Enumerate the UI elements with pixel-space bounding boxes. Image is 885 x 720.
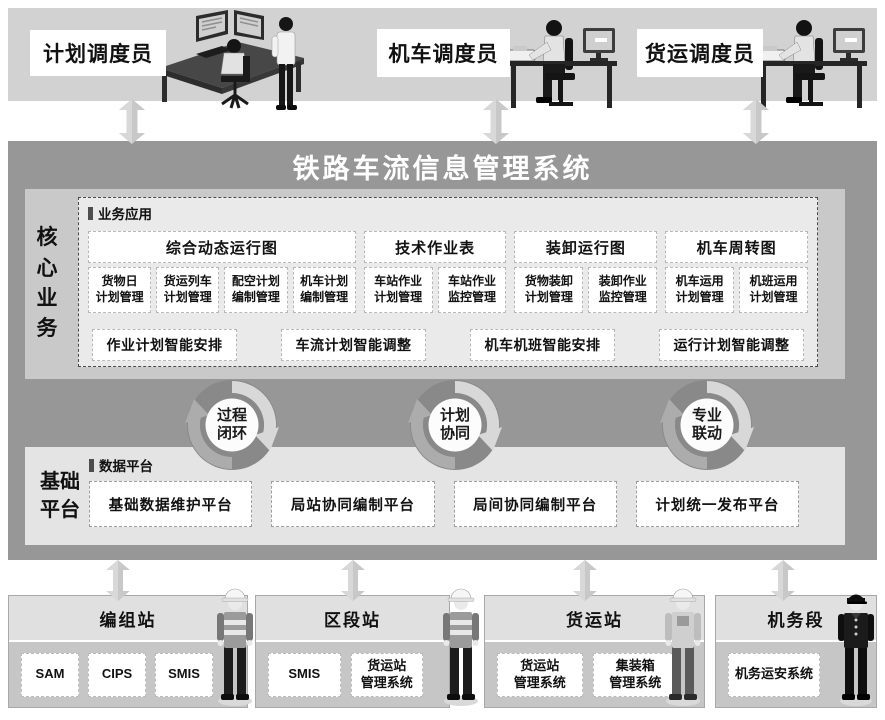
bidirectional-arrow-icon: [119, 99, 145, 144]
cycle-badge-plan-coordination: 计划 协同: [408, 378, 502, 472]
dispatcher-label-plan: 计划调度员: [30, 30, 166, 76]
group-header: 机车周转图: [665, 231, 808, 263]
system-title: 铁路车流信息管理系统: [292, 154, 593, 185]
bidirectional-arrow-icon: [341, 560, 365, 601]
platform-box: 计划统一发布平台: [635, 481, 799, 527]
station-card-section: 区段站 SMIS 货运站 管理系统: [255, 595, 450, 708]
cycle-arrows-icon: [660, 380, 754, 470]
worker-figure-icon: [443, 588, 479, 706]
group-loading-diagram: 装卸运行图 货物装卸 计划管理 装卸作业 监控管理: [514, 231, 658, 313]
desk-computer-illustration: [757, 20, 867, 108]
core-business-box: 核心业务 业务应用 综合动态运行图 货物日 计划管理 货运列车 计划管理 配空计…: [25, 189, 845, 379]
label-bar-icon: [88, 206, 93, 220]
station-system-box: CIPS: [88, 652, 146, 697]
cycle-badge-specialty-linkage: 专业 联动: [660, 378, 754, 472]
group-header: 综合动态运行图: [88, 231, 356, 263]
dispatcher-label-locomotive: 机车调度员: [377, 29, 510, 77]
station-systems: SAM CIPS SMIS: [9, 642, 247, 707]
module-box: 配空计划 编制管理: [224, 267, 288, 313]
business-application-panel: 业务应用 综合动态运行图 货物日 计划管理 货运列车 计划管理 配空计划 编制管…: [78, 197, 818, 367]
station-system-box: 机务运安系统: [728, 652, 820, 697]
platform-box: 局间协同编制平台: [453, 481, 617, 527]
business-application-label: 业务应用: [88, 204, 808, 222]
module-box: 机车计划 编制管理: [292, 267, 356, 313]
station-system-box: SMIS: [268, 652, 341, 697]
module-box: 货物日 计划管理: [88, 267, 152, 313]
station-system-box: SAM: [21, 652, 79, 697]
worker-figure-icon: [665, 588, 701, 706]
bidirectional-arrow-icon: [106, 560, 130, 601]
cycle-arrows-icon: [185, 380, 279, 470]
module-groups-row: 综合动态运行图 货物日 计划管理 货运列车 计划管理 配空计划 编制管理 机车计…: [88, 231, 808, 313]
platform-box: 局站协同编制平台: [271, 481, 435, 527]
group-header: 技术作业表: [363, 231, 507, 263]
worker-figure-icon: [217, 588, 253, 706]
core-business-label: 核心业务: [36, 226, 58, 341]
foundation-platform-label: 基础 平台: [40, 471, 80, 521]
station-system-box: 货运站 管理系统: [497, 652, 583, 697]
module-box: 车站作业 计划管理: [363, 267, 433, 313]
bidirectional-arrow-icon: [573, 560, 597, 601]
divider: [9, 640, 247, 642]
station-systems: 货运站 管理系统 集装箱 管理系统: [485, 642, 704, 707]
group-locomotive-turnover: 机车周转图 机车运用 计划管理 机班运用 计划管理: [665, 231, 808, 313]
bidirectional-arrow-icon: [743, 99, 769, 144]
divider: [256, 640, 449, 642]
desk-computer-illustration: [507, 20, 617, 108]
module-box: 车站作业 监控管理: [437, 267, 507, 313]
group-dynamic-diagram: 综合动态运行图 货物日 计划管理 货运列车 计划管理 配空计划 编制管理 机车计…: [88, 231, 356, 313]
station-system-box: 货运站 管理系统: [350, 652, 423, 697]
station-name: 编组站: [9, 596, 247, 640]
station-name: 区段站: [256, 596, 449, 640]
group-header: 装卸运行图: [514, 231, 658, 263]
module-box: 机班运用 计划管理: [739, 267, 808, 313]
smart-functions-row: 作业计划智能安排 车流计划智能调整 机车机班智能安排 运行计划智能调整: [88, 329, 808, 361]
platform-box: 基础数据维护平台: [89, 481, 253, 527]
module-box: 装卸作业 监控管理: [588, 267, 658, 313]
divider: [716, 640, 876, 642]
module-box: 货运列车 计划管理: [156, 267, 220, 313]
data-platform-label: 数据平台: [89, 456, 799, 474]
cycle-arrows-icon: [408, 380, 502, 470]
module-box: 机车运用 计划管理: [665, 267, 735, 313]
smart-function-box: 作业计划智能安排: [92, 329, 237, 361]
smart-function-box: 运行计划智能调整: [659, 329, 804, 361]
smart-function-box: 车流计划智能调整: [281, 329, 426, 361]
workstation-illustration: [160, 10, 304, 110]
station-systems: SMIS 货运站 管理系统: [256, 642, 449, 707]
station-system-box: 集装箱 管理系统: [592, 652, 678, 697]
main-system-box: 铁路车流信息管理系统 核心业务 业务应用 综合动态运行图 货物日 计划管理 货运…: [8, 141, 877, 560]
module-box: 货物装卸 计划管理: [514, 267, 584, 313]
label-bar-icon: [89, 458, 94, 472]
station-card-marshalling: 编组站 SAM CIPS SMIS: [8, 595, 248, 708]
divider: [485, 640, 704, 642]
platforms-row: 基础数据维护平台 局站协同编制平台 局间协同编制平台 计划统一发布平台: [89, 481, 799, 527]
station-system-box: SMIS: [155, 652, 213, 697]
cycle-badge-process-loop: 过程 闭环: [185, 378, 279, 472]
smart-function-box: 机车机班智能安排: [470, 329, 615, 361]
dispatcher-label-freight: 货运调度员: [637, 29, 763, 77]
group-technical-worksheet: 技术作业表 车站作业 计划管理 车站作业 监控管理: [363, 231, 507, 313]
bidirectional-arrow-icon: [771, 560, 795, 601]
conductor-figure-icon: [838, 594, 874, 706]
cycle-label: 专业 联动: [691, 407, 722, 442]
cycle-label: 过程 闭环: [216, 407, 247, 442]
cycle-label: 计划 协同: [439, 407, 470, 442]
bidirectional-arrow-icon: [483, 99, 509, 144]
